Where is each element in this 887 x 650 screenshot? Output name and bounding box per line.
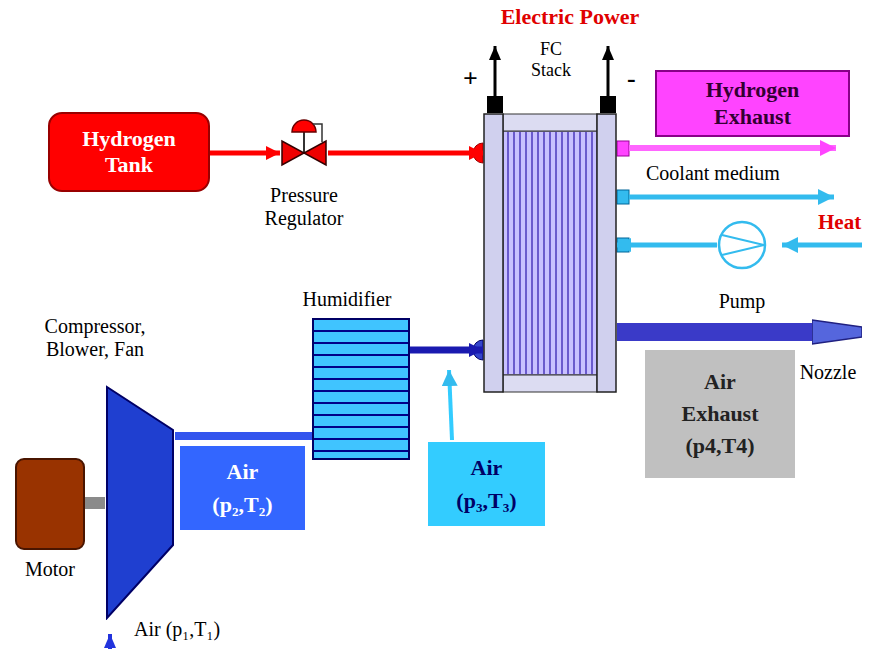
fuel-cell-stack: FC Stack [483, 113, 617, 393]
coolant-arrow [782, 243, 862, 248]
exhaust-box: Hydrogen Exhaust [655, 70, 850, 137]
compressor-shape [105, 385, 175, 620]
node-text: Hydrogen Tank [74, 126, 184, 179]
humidifier: Humidifier [312, 318, 410, 460]
pressure-regulator: Pressure Regulator [280, 112, 328, 168]
inlet-label: Air (p₁,T₁) [134, 618, 220, 641]
exhaust-state-box: Air Exhaust (p4,T4) [645, 350, 795, 478]
pressure-regulator-shape [280, 112, 328, 168]
flow-label: Coolant medium [646, 162, 780, 185]
coolant-port [617, 190, 629, 204]
node-label: Humidifier [287, 288, 407, 311]
power-arrow [494, 46, 497, 96]
pump-symbol: Pump [717, 220, 767, 270]
flow-connector [85, 497, 105, 509]
node-text: Air (p₃,T₃) [445, 451, 529, 517]
node-label: FC Stack [523, 39, 579, 80]
motor-shape [15, 458, 85, 550]
exhaust-arrow [629, 145, 836, 151]
node-text: Hydrogen Exhaust [693, 77, 813, 130]
tank-box: Hydrogen Tank [48, 112, 210, 192]
power-arrow [607, 46, 610, 96]
node-text: Air (p₂,T₂) [201, 455, 285, 521]
node-label: Nozzle [792, 361, 864, 384]
compressor: Compressor, Blower, Fan [105, 385, 175, 620]
node-label: Pump [697, 290, 787, 313]
terminal [487, 96, 503, 113]
state-box: Air (p₂,T₂) [180, 446, 305, 530]
polarity-sign: + [463, 64, 478, 94]
heat-label: Heat [818, 210, 861, 234]
node-label: Motor [5, 558, 95, 581]
coolant-arrow [629, 195, 834, 200]
nozzle-symbol-shape [812, 319, 862, 345]
state-box: Air (p₃,T₃) [428, 442, 545, 526]
terminal [600, 96, 616, 113]
leader-arrow [449, 370, 452, 440]
nozzle-symbol: Nozzle [812, 319, 862, 345]
motor: Motor [15, 458, 85, 550]
fuel-cell-stack-shape [483, 113, 617, 393]
exhaust-port [617, 141, 629, 156]
power-label: Electric Power [470, 4, 670, 29]
node-label: Pressure Regulator [244, 184, 364, 230]
air-inlet-arrow [108, 634, 112, 649]
flow-connector [175, 432, 312, 440]
humidifier-shape [312, 318, 410, 460]
flow-connector [210, 151, 280, 156]
node-text: Air Exhaust (p4,T4) [674, 366, 766, 462]
pump-symbol-shape [717, 220, 767, 270]
flow-connector [410, 347, 483, 354]
flow-connector [328, 151, 483, 156]
polarity-sign: - [627, 64, 636, 94]
node-label: Compressor, Blower, Fan [25, 315, 165, 361]
flow-connector [617, 243, 717, 248]
flow-connector [617, 323, 812, 341]
